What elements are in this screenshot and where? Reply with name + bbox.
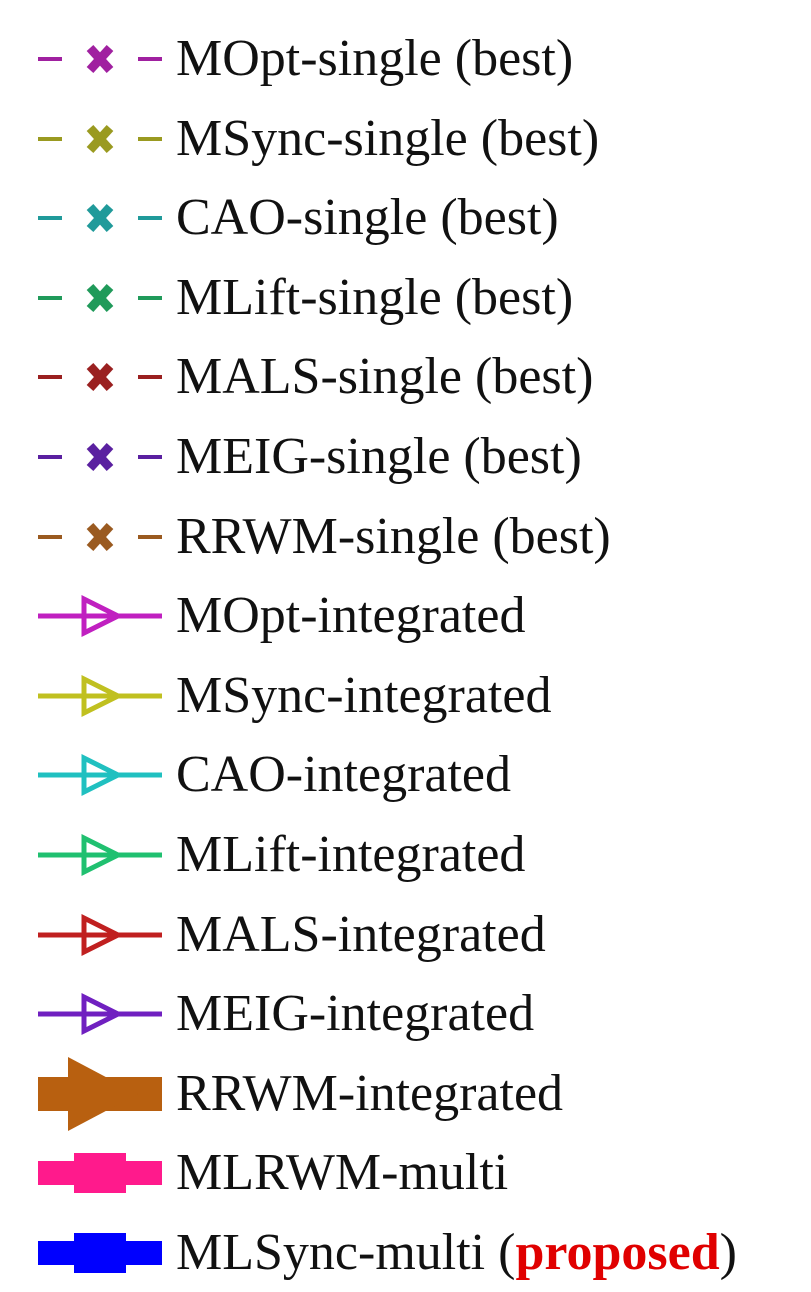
legend-marker-x <box>86 522 114 551</box>
legend-entry-meig-integrated: MEIG-integrated <box>0 975 811 1053</box>
legend-swatch-mals-integrated <box>38 913 162 956</box>
legend-swatch-mlsync-multi <box>38 1233 162 1273</box>
legend-label-mlift-single-best: MLift-single (best) <box>176 259 573 337</box>
legend-label-mopt-integrated: MOpt-integrated <box>176 577 525 655</box>
legend-marker-x <box>86 442 114 472</box>
legend-entry-rrwm-integrated: RRWM-integrated <box>0 1055 811 1133</box>
legend-marker-x <box>86 283 114 312</box>
legend-entry-mopt-integrated: MOpt-integrated <box>0 577 811 655</box>
legend-label-text: MEIG-integrated <box>176 985 535 1043</box>
legend-entry-mlrwm-multi: MLRWM-multi <box>0 1134 811 1212</box>
legend-label-msync-integrated: MSync-integrated <box>176 657 551 735</box>
legend-swatch-mlift-single-best <box>38 283 162 312</box>
legend-note-open: ( <box>485 1224 516 1281</box>
legend-swatch-mlrwm-multi <box>38 1153 162 1194</box>
legend-label-text: MLSync-multi <box>176 1224 486 1281</box>
legend-label-meig-single-best: MEIG-single (best) <box>176 418 582 496</box>
legend-entry-mopt-single-best: MOpt-single (best) <box>0 20 811 98</box>
legend-entry-cao-single-best: CAO-single (best) <box>0 179 811 257</box>
legend-swatch-msync-integrated <box>38 674 162 717</box>
legend-label-meig-integrated: MEIG-integrated <box>176 975 534 1053</box>
legend-entry-mlsync-multi: MLSync-multi (proposed) <box>0 1214 811 1292</box>
legend-label-text: MALS-single (best) <box>176 348 594 406</box>
legend-entry-mals-single-best: MALS-single (best) <box>0 338 811 416</box>
legend-entry-meig-single-best: MEIG-single (best) <box>0 418 811 496</box>
legend-marker-block <box>74 1233 126 1273</box>
legend-entry-mlift-single-best: MLift-single (best) <box>0 259 811 337</box>
legend-entry-mals-integrated: MALS-integrated <box>0 896 811 974</box>
legend-entry-msync-single-best: MSync-single (best) <box>0 100 811 178</box>
legend-label-mals-integrated: MALS-integrated <box>176 896 546 974</box>
legend-label-text: MOpt-integrated <box>176 587 526 645</box>
legend-label-text: RRWM-single (best) <box>176 507 611 565</box>
legend-swatch-meig-single-best <box>38 442 162 472</box>
legend-label-cao-integrated: CAO-integrated <box>176 736 511 814</box>
legend-label-mals-single-best: MALS-single (best) <box>176 338 593 416</box>
legend-entry-rrwm-single-best: RRWM-single (best) <box>0 498 811 576</box>
legend-label-text: MLRWM-multi <box>176 1144 509 1202</box>
legend-label-mlrwm-multi: MLRWM-multi <box>176 1134 508 1212</box>
legend-swatch-mals-single-best <box>38 363 162 392</box>
legend-note-close: ) <box>719 1224 737 1281</box>
legend-swatch-mopt-single-best <box>38 44 162 74</box>
legend-marker-x <box>86 204 114 233</box>
legend-label-mopt-single-best: MOpt-single (best) <box>176 20 573 98</box>
legend-swatch-msync-single-best <box>38 124 162 153</box>
legend-swatch-rrwm-integrated <box>38 1056 162 1131</box>
legend-label-mlsync-multi: MLSync-multi (proposed) <box>176 1214 737 1292</box>
legend-label-msync-single-best: MSync-single (best) <box>176 100 599 178</box>
legend-label-text: MALS-integrated <box>176 905 546 963</box>
legend-marker-x <box>86 363 114 392</box>
legend-label-text: CAO-integrated <box>176 746 512 804</box>
legend-swatch-cao-integrated <box>38 754 162 797</box>
legend-entry-cao-integrated: CAO-integrated <box>0 736 811 814</box>
legend-label-text: RRWM-integrated <box>176 1064 564 1122</box>
legend-label-rrwm-integrated: RRWM-integrated <box>176 1055 563 1133</box>
legend-label-text: MOpt-single (best) <box>176 30 574 87</box>
legend-swatch-mlift-integrated <box>38 833 162 877</box>
legend-label-text: MSync-single (best) <box>176 109 600 167</box>
legend-label-text: CAO-single (best) <box>176 189 559 247</box>
legend-entry-mlift-integrated: MLift-integrated <box>0 816 811 894</box>
legend-label-cao-single-best: CAO-single (best) <box>176 179 559 257</box>
legend-swatch-cao-single-best <box>38 204 162 233</box>
legend-marker-x <box>86 44 114 74</box>
legend-swatch-mopt-integrated <box>38 595 162 638</box>
legend-label-text: MSync-integrated <box>176 666 552 724</box>
legend-note-proposed: proposed <box>515 1224 720 1281</box>
legend-label-text: MLift-single (best) <box>176 268 574 326</box>
legend-entry-msync-integrated: MSync-integrated <box>0 657 811 735</box>
legend-label-mlift-integrated: MLift-integrated <box>176 816 525 894</box>
legend-label-text: MLift-integrated <box>176 826 526 883</box>
legend-label-text: MEIG-single (best) <box>176 428 582 485</box>
legend-label-rrwm-single-best: RRWM-single (best) <box>176 498 611 576</box>
legend-swatch-meig-integrated <box>38 993 162 1036</box>
legend-marker-x <box>86 124 114 153</box>
legend-swatch-rrwm-single-best <box>38 522 162 551</box>
legend-marker-block <box>74 1153 126 1194</box>
legend-marker-triangle-filled <box>68 1056 138 1131</box>
